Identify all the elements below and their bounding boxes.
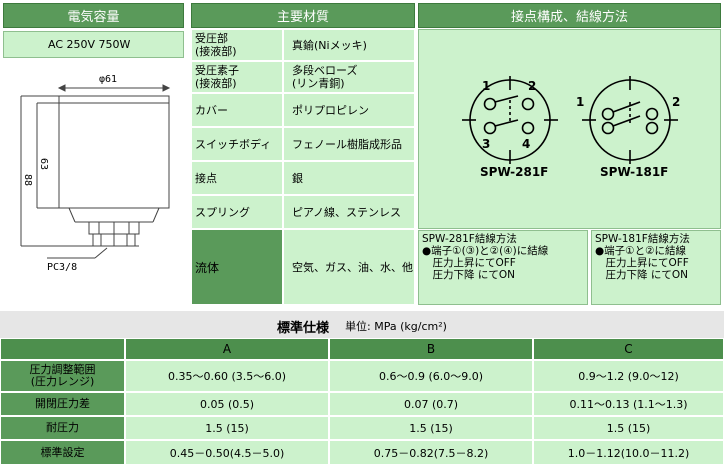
spw281-terminal-3: 3 [482, 137, 490, 151]
wiring-181-line3: 圧力下降 にてON [595, 269, 688, 281]
spw181-model-label: SPW-181F [600, 165, 668, 179]
spec-row2-b: 0.07 (0.7) [329, 392, 533, 416]
spec-corner [0, 338, 125, 360]
wiring-281-line3: 圧力下降 にてON [422, 269, 515, 281]
spec-row4-c: 1.0－1.12(10.0－11.2) [533, 440, 724, 465]
spw181-terminal-2: 2 [672, 95, 680, 109]
wiring-281-title: SPW-281F結線方法 [422, 233, 517, 245]
material-label-5: 接点 [191, 161, 283, 195]
spec-row1-c: 0.9～1.2 (9.0～12) [533, 360, 724, 392]
spec-row-label-4: 標準設定 [0, 440, 125, 465]
wiring-281-line1: ●端子①(③)と②(④)に結線 [422, 245, 549, 257]
dim-port-label: PC3/8 [47, 262, 77, 273]
dim-phi-label: φ61 [99, 74, 117, 85]
spec-row3-a: 1.5 (15) [125, 416, 329, 440]
spw281-model-label: SPW-281F [480, 165, 548, 179]
spw281-terminal-1: 1 [482, 79, 490, 93]
material-value-6: ピアノ線、ステンレス [283, 195, 415, 229]
contacts-header: 接点構成、結線方法 [418, 3, 721, 28]
spec-row-label-3: 耐圧力 [0, 416, 125, 440]
spec-col-c: C [533, 338, 724, 360]
materials-header: 主要材質 [191, 3, 415, 28]
material-label-2: 受圧素子 (接液部) [191, 61, 283, 93]
material-value-4: フェノール樹脂成形品 [283, 127, 415, 161]
spec-title-row: 標準仕様 単位: MPa (kg/cm²) [0, 316, 724, 336]
spec-row1-b: 0.6～0.9 (6.0～9.0) [329, 360, 533, 392]
spec-row-label-1: 圧力調整範囲 (圧力レンジ) [0, 360, 125, 392]
wiring-281-line2: 圧力上昇にてOFF [422, 257, 516, 269]
spw-281f-diagram: 1 2 3 4 SPW-281F [462, 76, 558, 179]
wiring-181-line1: ●端子①と②に結線 [595, 245, 686, 257]
wiring-spw281f: SPW-281F結線方法 ●端子①(③)と②(④)に結線 圧力上昇にてOFF 圧… [418, 230, 588, 305]
material-label-7-accent: 流体 [191, 229, 283, 305]
dim-88-label: 88 [22, 174, 33, 186]
material-label-6: スプリング [191, 195, 283, 229]
wiring-181-line2: 圧力上昇にてOFF [595, 257, 689, 269]
spw-181f-diagram: 1 2 SPW-181F [576, 76, 680, 179]
capacity-header: 電気容量 [3, 3, 184, 28]
spec-row-label-2: 開閉圧力差 [0, 392, 125, 416]
spec-title: 標準仕様 [277, 320, 330, 336]
material-value-5: 銀 [283, 161, 415, 195]
material-value-3: ポリプロピレン [283, 93, 415, 127]
material-label-3: カバー [191, 93, 283, 127]
spw281-terminal-2: 2 [528, 79, 536, 93]
dim-63-label: 63 [38, 158, 49, 170]
spec-row2-a: 0.05 (0.5) [125, 392, 329, 416]
spec-col-b: B [329, 338, 533, 360]
material-label-1: 受圧部 (接液部) [191, 29, 283, 61]
spec-col-a: A [125, 338, 329, 360]
wiring-spw181f: SPW-181F結線方法 ●端子①と②に結線 圧力上昇にてOFF 圧力下降 にて… [591, 230, 721, 305]
wiring-181-title: SPW-181F結線方法 [595, 233, 690, 245]
contact-diagram-area [418, 29, 721, 229]
spec-row3-b: 1.5 (15) [329, 416, 533, 440]
spec-row4-a: 0.45－0.50(4.5－5.0) [125, 440, 329, 465]
spw281-terminal-4: 4 [522, 137, 530, 151]
spec-unit: 単位: MPa (kg/cm²) [345, 320, 447, 333]
spec-row1-a: 0.35～0.60 (3.5～6.0) [125, 360, 329, 392]
material-value-7: 空気、ガス、油、水、他 [283, 229, 415, 305]
material-label-4: スイッチボディ [191, 127, 283, 161]
spw181-terminal-1: 1 [576, 95, 584, 109]
capacity-value: AC 250V 750W [3, 31, 184, 58]
spec-row2-c: 0.11～0.13 (1.1～1.3) [533, 392, 724, 416]
switch-dimension-drawing: φ61 63 88 PC3/8 [20, 74, 171, 273]
material-value-1: 真鍮(Niメッキ) [283, 29, 415, 61]
material-value-2: 多段ベローズ (リン青銅) [283, 61, 415, 93]
spec-row3-c: 1.5 (15) [533, 416, 724, 440]
spec-row4-b: 0.75－0.82(7.5－8.2) [329, 440, 533, 465]
